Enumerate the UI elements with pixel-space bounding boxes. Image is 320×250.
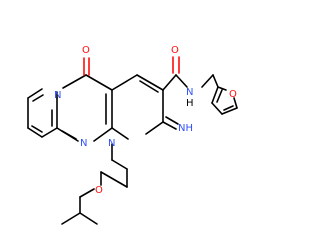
pyridine-ring xyxy=(27,88,58,138)
structure-canvas: O O N H N N N NH O O xyxy=(27,45,238,225)
pyrimidine-ring xyxy=(56,74,113,142)
propyl-ether-chain xyxy=(61,143,128,225)
ring-nitrogen-label: N xyxy=(108,138,115,149)
imine-group xyxy=(162,116,179,130)
amide-hydrogen-label: H xyxy=(186,98,194,109)
furan-methylene xyxy=(201,74,219,88)
furan-oxygen-label: O xyxy=(229,89,237,100)
amide-oxygen-label: O xyxy=(171,45,179,56)
ring-carbonyl xyxy=(83,57,90,76)
right-ring xyxy=(111,74,164,140)
amide-group xyxy=(162,56,188,91)
amide-nitrogen-label: N xyxy=(186,87,193,98)
ring-carbonyl-oxygen-label: O xyxy=(82,45,90,56)
pyrimidine-nitrogen-label: N xyxy=(80,138,87,149)
imine-label: NH xyxy=(178,123,193,134)
furan-ring xyxy=(211,86,238,115)
ether-oxygen-label: O xyxy=(95,185,103,196)
pyrido-nitrogen-label: N xyxy=(54,90,61,101)
molecule-drawing: O O N H N N N NH O O xyxy=(27,45,238,225)
